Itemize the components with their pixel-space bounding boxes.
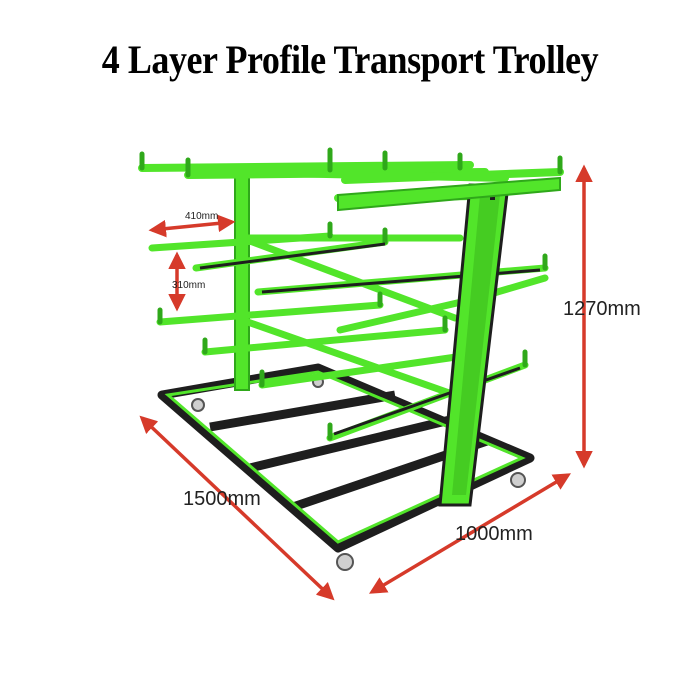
wheel-left (191, 398, 205, 412)
front-top-beam (337, 176, 561, 212)
dimension-layer-spacing-label: 310mm (172, 280, 206, 291)
dimension-height-label: 1270mm (563, 298, 641, 320)
wheel-front (336, 553, 354, 571)
page-title: 4 Layer Profile Transport Trolley (101, 37, 599, 82)
dimension-arm-length-label: 410mm (185, 211, 219, 222)
front-post (438, 183, 510, 507)
arrow-arm-length (148, 214, 236, 238)
rear-post (234, 174, 250, 391)
dimension-width-label: 1000mm (455, 523, 533, 545)
dimension-arrows (139, 164, 593, 601)
arrow-width (368, 473, 572, 594)
arrow-length (139, 415, 335, 601)
dimension-length-label: 1500mm (183, 488, 261, 510)
wheel-right (510, 472, 526, 488)
